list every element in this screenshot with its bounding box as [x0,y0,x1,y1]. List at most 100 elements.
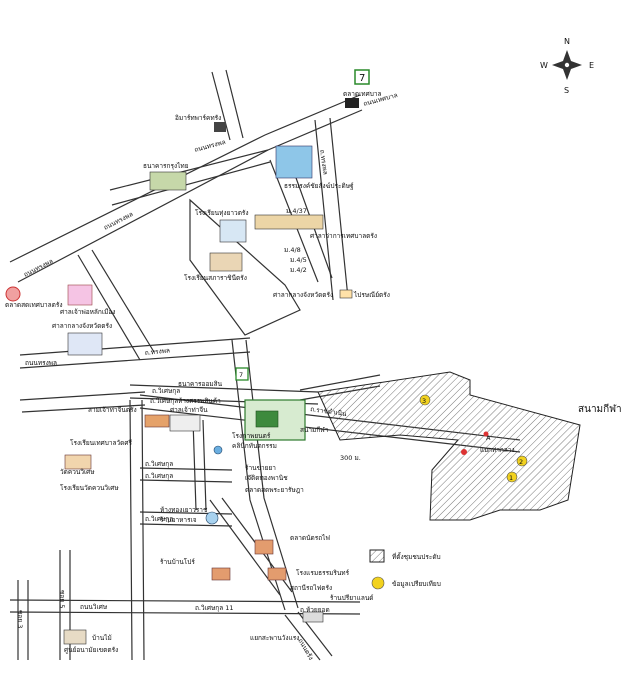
place-fresh-market: ตลาดสดพระยารัษฎา [245,486,304,494]
compass-west: W [540,61,548,70]
compass-north: N [564,37,570,46]
place-market: เจ๊ติดทองพานิช [245,474,288,482]
place-school-left-b: โรงเรียนวัดควนวิเศษ [60,484,119,492]
place-school-cluster: โรงเรียนทุ่งยาวตรัง [195,209,249,217]
place-shrine: ศาลเจ้าพ่อหลักเมือง [60,308,115,316]
compass-east: E [589,61,594,70]
place-office-row-d: ม.4/2 [290,266,307,274]
place-city-hall: ศาลาว่าการเทศบาลตรัง [310,232,377,240]
compass-center [564,62,570,68]
place-school-below: โรงเรียนสภาราชินีตรัง [184,274,247,282]
place-pharmacy: ร้านขายยา [245,464,276,472]
place-market-south: ตลาดนัดรถไฟ [290,534,330,542]
market-building-icon [345,98,359,108]
place-school-left-a: โรงเรียนเทศบาลวัดศรี [70,439,133,447]
road-center-h2 [139,467,233,483]
place-labels: ตลาดเทศบาล อิมาร์ทพาร์คทรัง ธนาคารกรุงไท… [5,90,515,654]
road-vertical-left-far-2 [17,580,29,660]
marker-3-label: 3 [422,397,426,405]
temple-left-icon [144,414,170,428]
marker-2-label: 2 [519,458,523,466]
place-temple-cluster: สามเจ้าท่าจีนตรัง [88,406,137,414]
office-row-icon [254,214,324,230]
road-label-northeast-vertical: ถ.ทรงพล [318,149,329,175]
legend-circle-label: ข้อมูลเปรียบเทียบ [392,580,441,588]
place-tall-building: ธรรมรงค์ชัยสังฆ์ประดิษฐ์ [284,182,354,190]
road-label-bottom-right-short: ถ.ห้วยยอด [300,606,330,614]
road-west-lower [19,391,146,413]
road-network [9,69,521,661]
road-west-vertical-b [192,419,207,511]
road-label-center-h4: ถ.วิเศษกุล [145,515,173,523]
restaurant-icon-b [267,567,287,581]
hotel-building-icon [214,122,226,132]
guesthouse-icon [169,414,201,432]
legend-hatched-swatch [369,549,385,563]
road-upper-horizontal [109,149,271,206]
legend-circle-swatch [371,576,385,590]
place-stadium: สนามกีฬา [300,426,329,434]
place-temple-pink: ตลาดสดเทศบาลตรัง [5,301,63,309]
place-office-row-a: ม.4/37 [286,207,307,215]
marker-2 [516,455,528,467]
road-loop-center [189,198,301,336]
temple-pink-icon [67,284,93,306]
place-police: ศาลากลางจังหวัดตรัง [273,291,333,299]
blue-emblem-icon-2 [213,445,223,455]
place-hotel-south: โรงแรมธรรมรินทร์ [296,569,350,577]
road-label-bottom-left: ถนนวิเศษ [80,603,108,611]
road-label-bottom-mid: ถ.วิเศษกุล 11 [195,604,234,612]
tall-building-icon [275,145,313,179]
road-label-stadium: สนามกีฬา [578,403,622,415]
landmark-icons: 7 7 [5,69,370,645]
road-label-west-lower: ถนนทรงพล [25,359,57,367]
legend-hatched-label: ที่ตั้งชุมชนประดับ [392,552,441,561]
east-residential-district: 3 2 1 [317,371,581,521]
road-center-diag-2 [209,497,293,596]
road-center-h3 [139,511,233,527]
place-post-office: ไปรษณีย์ตรัง [353,291,390,299]
restaurant-icon-c [211,567,231,581]
stadium [244,399,306,441]
road-label-left-vertical-1: ซอย 5 [58,590,66,608]
place-marker-a: A [486,434,491,442]
road-label-center-h5: ถ.วิเศษกุล [150,397,178,405]
school-cluster-icon [219,219,247,243]
place-train-label: แยกสะพานวังแรง [250,634,299,642]
place-restaurant-c: ร้านบ้านโปร์ [160,558,195,566]
marker-1-label: 1 [509,474,513,482]
road-label-center-h3: ถ.วิเศษกุล [145,472,173,480]
place-hotel-top: ธนาคารกรุงไทย [143,162,189,170]
marker-red-b [483,431,489,437]
road-west-mid [19,337,251,369]
place-restaurant-b: ร้านอาหารเจ [160,516,197,524]
place-office-row-c: ม.4/5 [290,256,307,264]
red-target-icon [5,286,21,302]
marker-3 [419,394,431,406]
place-family-mart: ตลาดเทศบาล [343,90,381,98]
house-bottom-left-icon [63,629,87,645]
school-top-icon [149,171,187,191]
stadium-pitch [255,410,279,428]
place-wat: วัดควนวิเศษ [60,468,95,476]
road-label-center-diagonal: ถ.ทรงพล [144,346,170,357]
place-cinema: โรงภาพยนตร์ [232,432,271,440]
marker-red-a [461,449,467,455]
restaurant-icon-a [254,539,274,555]
marker-1 [506,471,518,483]
road-label-distance: 300 ม. [340,454,361,462]
place-shop-south: ร้านปรียาแลนด์ [330,594,374,602]
road-ne-vertical [314,117,349,301]
seven-eleven-mid-label: 7 [239,371,243,379]
place-rail-station: สถานีรถไฟตรัง [290,584,332,592]
road-label-center-h6: ถ.วิเศษกุล [145,460,173,468]
station-icon [302,611,324,623]
place-court: ศาลากลางจังหวัดตรัง [52,322,112,330]
place-bank-b: ห้างสรรพสินค้า [178,397,221,405]
seven-eleven-mid-icon [235,367,249,381]
place-restaurant-a: ห้างทองเยาวราช [160,506,208,514]
place-office-row-b: ม.4/8 [284,246,301,254]
road-north-vertical [211,69,244,141]
compass-rose: N S W E [540,37,594,95]
